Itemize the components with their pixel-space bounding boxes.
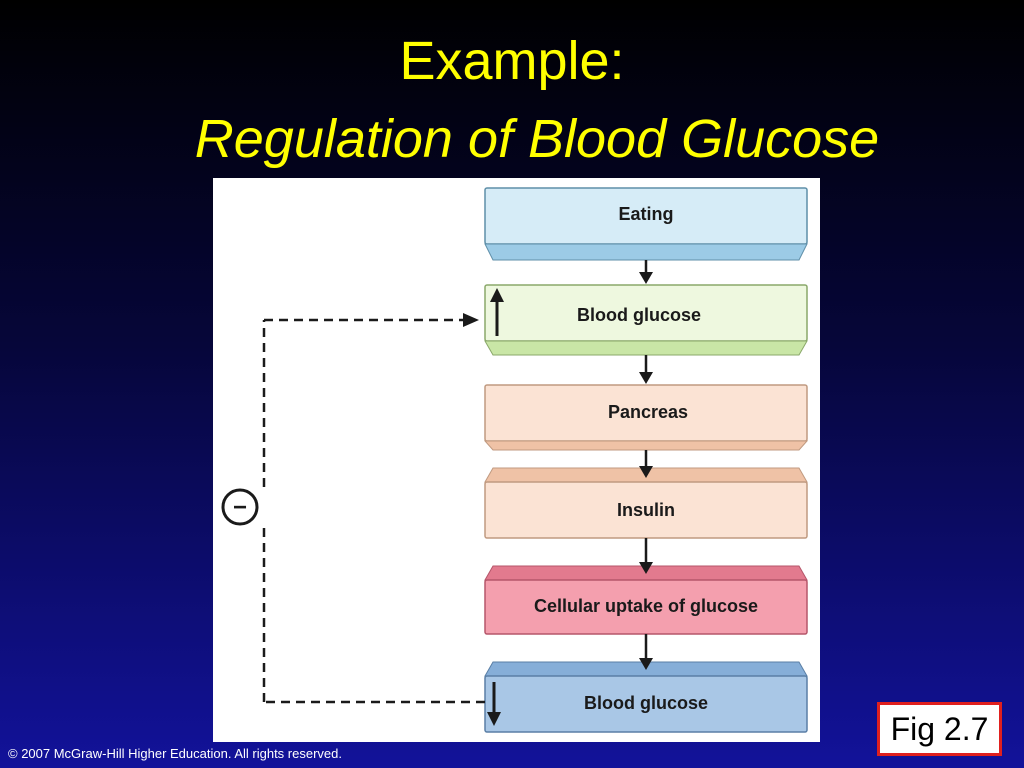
box-pancreas: Pancreas	[483, 384, 809, 451]
flow-arrow-1	[639, 260, 653, 284]
box-eating-label: Eating	[618, 204, 673, 224]
box-cellular-uptake: Cellular uptake of glucose	[484, 565, 808, 635]
box-blood-glucose-up-label: Blood glucose	[577, 305, 701, 325]
box-pancreas-label: Pancreas	[608, 402, 688, 422]
flow-arrow-2	[639, 355, 653, 384]
box-eating-edge	[484, 243, 808, 261]
box-insulin-label: Insulin	[617, 500, 675, 520]
box-blood-glucose-down-body	[484, 675, 808, 733]
box-eating: Eating	[484, 187, 808, 261]
diagram-panel: Eating Blood glucose Pancreas Insulin	[213, 178, 820, 742]
box-pancreas-edge	[483, 440, 809, 451]
feedback-sign: −	[233, 494, 247, 521]
flow-arrow-5	[639, 634, 653, 670]
flow-arrow-3	[639, 450, 653, 478]
copyright-text: © 2007 McGraw-Hill Higher Education. All…	[8, 746, 342, 761]
slide-title: Example:	[399, 31, 625, 91]
box-blood-glucose-up-edge	[484, 340, 808, 356]
box-blood-glucose-up: Blood glucose	[484, 284, 808, 356]
feedback-loop	[262, 313, 485, 704]
slide-subtitle: Regulation of Blood Glucose	[194, 109, 880, 169]
box-blood-glucose-down: Blood glucose	[484, 661, 808, 733]
box-cellular-uptake-label: Cellular uptake of glucose	[534, 596, 758, 616]
minus-sign-icon: −	[221, 488, 259, 526]
box-blood-glucose-down-label: Blood glucose	[584, 693, 708, 713]
fig-label: Fig 2.7	[877, 702, 1002, 756]
down-arrow-icon	[487, 682, 501, 726]
flow-diagram: Eating Blood glucose Pancreas Insulin	[221, 187, 809, 733]
box-insulin: Insulin	[484, 467, 808, 539]
up-arrow-icon	[490, 288, 504, 336]
flow-arrow-4	[639, 538, 653, 574]
